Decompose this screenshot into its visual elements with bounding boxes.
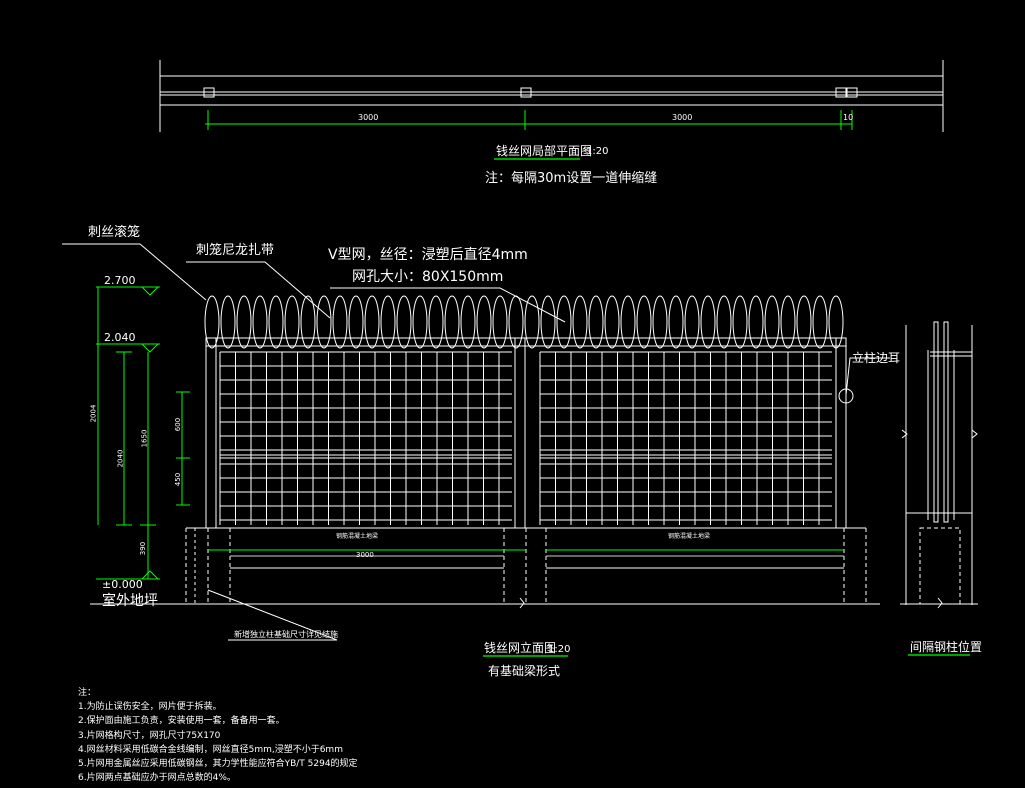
vdim-390: 390 (139, 541, 148, 556)
coil-loop (268, 295, 284, 349)
beam-label-2: 钢筋混凝土地梁 (668, 533, 711, 540)
elevation-title: 钱丝网立面图 (484, 641, 557, 655)
level-markers (96, 286, 160, 580)
coil-loop (524, 295, 540, 349)
coil-loop (716, 295, 732, 349)
coil-loop (396, 295, 412, 349)
elevation-subtitle: 有基础梁形式 (488, 664, 561, 678)
coil-loop (300, 295, 316, 349)
coil-loop (572, 295, 588, 349)
vdim-1650: 1650 (140, 429, 149, 448)
plan-post (520, 87, 532, 98)
plan-note: 注：每隔30m设置一道伸缩缝 (485, 171, 658, 186)
elevation-scale: 1:20 (548, 644, 571, 655)
note-item: 4.网丝材料采用低碳合金线编制，网丝直径5mm,浸塑不小于6mm (78, 744, 343, 755)
side-title: 间隔钢柱位置 (910, 640, 983, 654)
plan-title: 钱丝网局部平面图 (496, 144, 593, 158)
note-item: 6.片网两点基础应办于网点总数的4%。 (78, 773, 236, 784)
plan-dim-1: 3000 (358, 113, 379, 122)
vdim-600: 600 (174, 417, 183, 432)
coil-loop (636, 295, 652, 349)
post-ear-label: 立柱边耳 (852, 351, 901, 365)
coil-loop (508, 295, 524, 349)
coil-loop (412, 295, 428, 349)
foundation-note: 新增独立柱基础尺寸详见结施 (234, 630, 338, 639)
notes-heading: 注： (78, 688, 97, 698)
fence-post (205, 337, 217, 529)
break-marks (519, 429, 978, 609)
beam-label-1: 钢筋混凝土地梁 (336, 533, 379, 540)
coil-loop (780, 295, 796, 349)
coil-loop (220, 295, 236, 349)
coil-loop (556, 295, 572, 349)
coil-loop (364, 295, 380, 349)
vdim-450: 450 (174, 472, 183, 487)
coil-loop (316, 295, 332, 349)
vdim-2040: 2040 (116, 449, 125, 468)
plan-view (159, 60, 944, 132)
level-mid: 2.040 (104, 331, 136, 344)
side-view (900, 321, 978, 605)
mesh-spec-line1: V型网，丝径：浸塑后直径4mm (328, 247, 528, 263)
ground-label: 室外地坪 (102, 593, 158, 609)
coil-loop (492, 295, 508, 349)
title-underlines (483, 158, 970, 657)
coil-loop (428, 295, 444, 349)
coil-loop (764, 295, 780, 349)
coil-loop (748, 295, 764, 349)
coil-loop (684, 295, 700, 349)
fence-post (514, 337, 526, 529)
level-ground: ±0.000 (102, 578, 143, 591)
mesh-spec-line2: 网孔大小：80X150mm (352, 269, 504, 285)
elevation-structure (90, 337, 880, 605)
coil-loop (700, 295, 716, 349)
nylon-tie-label: 刺笼尼龙扎带 (196, 243, 275, 258)
plan-post (203, 87, 215, 98)
coil-loop (540, 295, 556, 349)
level-top: 2.700 (104, 274, 136, 287)
vertical-dimensions (97, 287, 190, 580)
mesh-panels (219, 351, 832, 525)
plan-dim-2: 3000 (672, 113, 693, 122)
coil-loop (460, 295, 476, 349)
beam-dim: 3000 (356, 551, 374, 559)
coil-loop (252, 295, 268, 349)
leader-lines (62, 243, 890, 641)
plan-scale: 1:20 (586, 146, 609, 157)
coil-loop (332, 295, 348, 349)
coil-loop (620, 295, 636, 349)
razor-coil-label: 刺丝滚笼 (88, 225, 141, 240)
coil-loop (476, 295, 492, 349)
note-item: 3.片网格构尺寸，网孔尺寸75X170 (78, 730, 221, 741)
coil-loop (812, 295, 828, 349)
coil-loop (588, 295, 604, 349)
note-item: 5.片网用金属丝应采用低碳钢丝，其力学性能应符合YB/T 5294的规定 (78, 759, 358, 770)
fence-post (835, 337, 847, 529)
coil-loop (444, 295, 460, 349)
vdim-2004: 2004 (89, 404, 98, 423)
coil-loop (732, 295, 748, 349)
razor-coil (204, 295, 844, 349)
plan-post (846, 87, 858, 98)
coil-loop (284, 295, 300, 349)
plan-post (835, 87, 847, 98)
coil-loop (604, 295, 620, 349)
coil-loop (828, 295, 844, 349)
coil-loop (348, 295, 364, 349)
note-item: 1.为防止误伤安全，网片便于拆装。 (78, 702, 222, 713)
note-item: 2.保护面由施工负责，安装使用一套，备备用一套。 (78, 716, 285, 727)
coil-loop (668, 295, 684, 349)
plan-dim-3: 10 (843, 113, 854, 122)
coil-loop (380, 295, 396, 349)
plan-dim-line (205, 110, 853, 130)
coil-loop (652, 295, 668, 349)
notes-block: 注： 1.为防止误伤安全，网片便于拆装。 2.保护面由施工负责，安装使用一套，备… (78, 686, 358, 785)
coil-loop (796, 295, 812, 349)
coil-loop (236, 295, 252, 349)
coil-loop (204, 295, 220, 349)
